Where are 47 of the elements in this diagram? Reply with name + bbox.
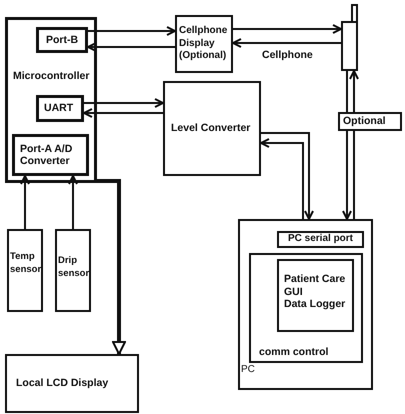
converter-block <box>12 134 89 176</box>
application-block <box>277 259 354 332</box>
uart-block <box>36 95 84 122</box>
block-label: UART <box>44 102 74 115</box>
arrow <box>88 26 176 36</box>
block-label: Level Converter <box>171 122 250 135</box>
sensor-block <box>7 229 43 312</box>
block-label: comm control <box>259 346 328 358</box>
arrow <box>342 131 352 220</box>
comm-control-block <box>249 253 363 363</box>
cellphone-drawing <box>341 4 358 71</box>
arrow <box>68 175 78 229</box>
sensor-block <box>55 229 91 312</box>
connector-line <box>346 71 348 112</box>
arrow <box>261 132 314 220</box>
display-block <box>175 15 233 73</box>
block-label: Data Logger <box>284 298 346 310</box>
pc-block <box>238 219 373 390</box>
arrow <box>260 138 304 219</box>
optional-block <box>338 112 402 131</box>
block-label: PC <box>241 364 255 376</box>
level-converter-block <box>163 81 261 176</box>
block-label: GUI <box>284 286 303 298</box>
arrow <box>232 38 341 48</box>
block-label: Local LCD Display <box>16 377 108 390</box>
arrow <box>233 24 342 34</box>
block-label: Cellphone Display (Optional) <box>179 25 228 63</box>
port-block <box>36 27 88 53</box>
arrow <box>20 175 30 229</box>
block-label: PC serial port <box>288 233 354 246</box>
lcd-display-block <box>5 354 139 413</box>
arrow <box>87 42 175 52</box>
block-label: Temp sensor <box>10 251 42 276</box>
arrow <box>349 70 359 112</box>
connector-line <box>353 131 355 219</box>
block-label: Microcontroller <box>13 70 90 82</box>
device-label: Cellphone <box>262 49 313 62</box>
block-label: Patient Care <box>284 273 346 286</box>
arrow <box>84 98 164 108</box>
block-label: Port-A A/D Converter <box>20 142 74 168</box>
block-label: Optional <box>343 115 386 128</box>
serial-port-block <box>277 231 364 248</box>
block-label: Port-B <box>46 34 78 46</box>
microcontroller-block <box>5 17 97 183</box>
thick-arrow <box>97 179 126 355</box>
arrow <box>83 108 163 118</box>
block-label: Drip sensor <box>58 255 90 280</box>
